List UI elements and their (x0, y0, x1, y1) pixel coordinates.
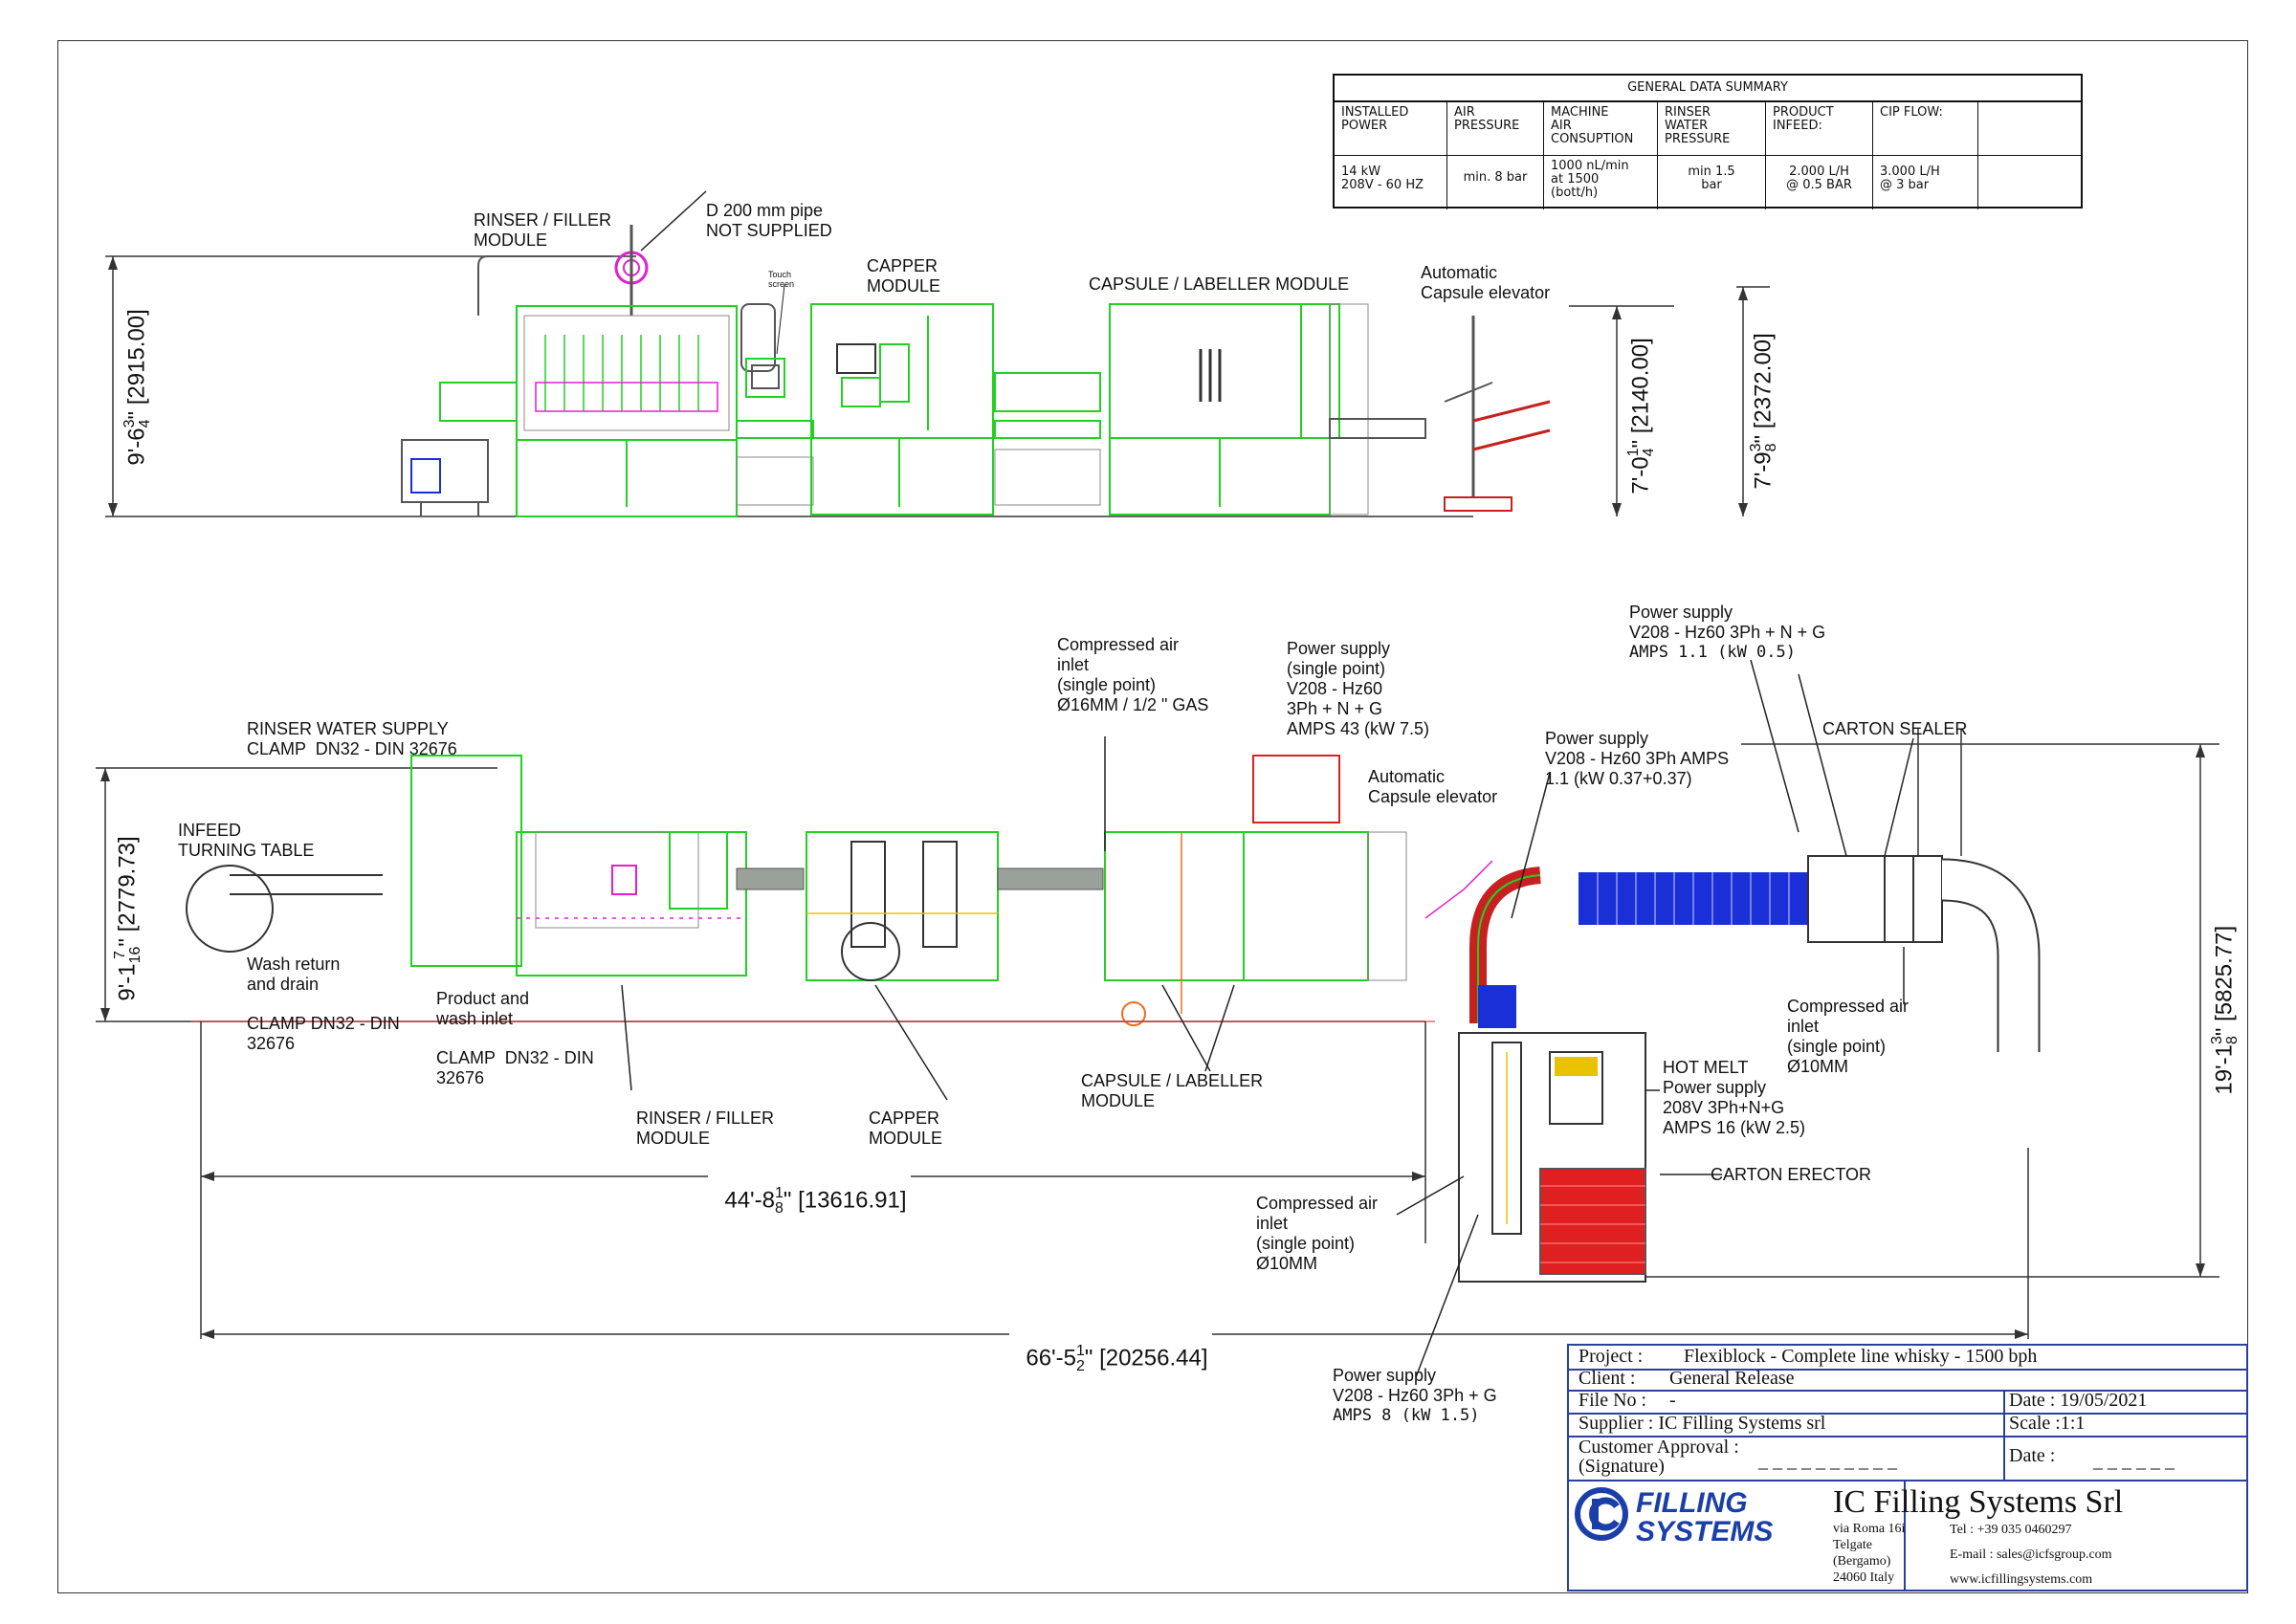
elev-rinser-filler-label: RINSER / FILLER MODULE (474, 210, 612, 250)
plan-hot-melt-label: HOT MELT Power supply 208V 3Ph+N+G AMPS … (1663, 1058, 1806, 1137)
drawing-border (57, 40, 2248, 1593)
table-header: AIR PRESSURE (1447, 102, 1544, 155)
elev-pipe-label: D 200 mm pipe NOT SUPPLIED (706, 201, 832, 240)
project-value: Flexiblock - Complete line whisky - 1500… (1684, 1346, 2038, 1367)
plan-capsule-labeller-label: CAPSULE / LABELLER MODULE (1081, 1071, 1264, 1110)
plan-compressed-air-2-label: Compressed air inlet (single point) Ø10M… (1787, 997, 1910, 1076)
company-address: via Roma 16i Telgate (Bergamo) 24060 Ita… (1833, 1522, 1906, 1585)
dim-elevator-height-1: 7'-01 4" [2140.00] (1600, 338, 1657, 507)
table-cell: 3.000 L/H @ 3 bar (1873, 156, 1978, 209)
plan-power-3-label: Power supply V208 - Hz60 3Ph + N + G (1629, 603, 1826, 642)
dim-fraction: 1 2 (1075, 1343, 1085, 1374)
company-name: IC Filling Systems Srl (1833, 1484, 2124, 1520)
title-block-border (1567, 1344, 2248, 1591)
plan-rinser-water-label: RINSER WATER SUPPLY CLAMP DN32 - DIN 326… (247, 719, 457, 758)
dim-plan-length-2: 66'-51 2" [20256.44] (1009, 1317, 1212, 1374)
plan-carton-erector-label: CARTON ERECTOR (1711, 1165, 1872, 1184)
plan-clamp-2-label: CLAMP DN32 - DIN 32676 (436, 1048, 594, 1087)
dim-elevator-height-2: 7'-93 8" [2372.00] (1722, 333, 1779, 502)
date2-blank[interactable]: _ _ _ _ _ _ (2093, 1451, 2175, 1472)
dim-fraction: 3 8 (1748, 443, 1779, 452)
plan-power-1-label: Power supply (single point) V208 - Hz60 … (1287, 639, 1430, 738)
dim-value: 66'-5 (1026, 1345, 1076, 1372)
table-cell: 14 kW 208V - 60 HZ (1335, 156, 1447, 209)
company-email[interactable]: E-mail : sales@icfsgroup.com (1950, 1547, 2112, 1562)
plan-power-3-amps: AMPS 1.1 (kW 0.5) (1629, 643, 1796, 662)
table-header: CIP FLOW: (1873, 102, 1978, 155)
plan-compressed-air-1-label: Compressed air inlet (single point) Ø16M… (1057, 635, 1209, 714)
table-cell: 1000 nL/min at 1500 (bott/h) (1544, 156, 1658, 209)
supplier-label: Supplier : IC Filling Systems srl (1578, 1413, 1826, 1434)
table-header: RINSER WATER PRESSURE (1658, 102, 1766, 155)
table-header: MACHINE AIR CONSUPTION (1544, 102, 1658, 155)
dim-plan-length-1: 44'-81 8" [13616.91] (708, 1159, 911, 1217)
dim-fraction: 1 4 (1625, 448, 1657, 457)
dim-mm: " [5825.77] (2211, 925, 2238, 1037)
dim-fraction: 7 16 (112, 946, 144, 964)
table-cell: min. 8 bar (1447, 156, 1544, 209)
dim-value: 9'-1 (114, 963, 141, 1001)
plan-capper-label: CAPPER MODULE (869, 1108, 943, 1148)
dim-value: 19'-1 (2211, 1044, 2238, 1095)
dim-value: 9'-6 (123, 428, 150, 466)
general-data-table: GENERAL DATA SUMMARY INSTALLED POWER AIR… (1333, 74, 2083, 209)
date-label: Date : 19/05/2021 (2009, 1390, 2148, 1411)
plan-infeed-label: INFEED TURNING TABLE (178, 821, 315, 860)
plan-clamp-1-label: CLAMP DN32 - DIN 32676 (247, 1014, 400, 1053)
project-label: Project : (1578, 1346, 1644, 1367)
company-website[interactable]: www.icfillingsystems.com (1950, 1572, 2093, 1587)
table-cell: min 1.5 bar (1658, 156, 1766, 209)
dim-value: 7'-0 (1627, 456, 1654, 494)
plan-wash-return-label: Wash return and drain (247, 955, 341, 994)
plan-compressed-air-3-label: Compressed air inlet (single point) Ø10M… (1256, 1194, 1379, 1273)
table-cell: 2.000 L/H @ 0.5 BAR (1766, 156, 1873, 209)
plan-product-wash-label: Product and wash inlet (436, 989, 530, 1028)
plan-power-4-amps: AMPS 8 (kW 1.5) (1333, 1406, 1480, 1425)
logo-text-filling: FILLING (1636, 1487, 1748, 1519)
dim-value: 7'-9 (1750, 451, 1777, 490)
scale-label: Scale :1:1 (2009, 1413, 2086, 1434)
approval-label: Customer Approval : (Signature) (1578, 1437, 1739, 1477)
client-label: Client : (1578, 1368, 1636, 1389)
plan-carton-sealer-label: CARTON SEALER (1822, 719, 1968, 738)
dim-fraction: 3 8 (2209, 1036, 2241, 1045)
dim-mm: " [13616.91] (783, 1187, 907, 1214)
dim-value: 44'-8 (724, 1187, 775, 1214)
title-block: Project : Flexiblock - Complete line whi… (1567, 1344, 2248, 1591)
plan-capsule-elevator-label: Automatic Capsule elevator (1368, 767, 1498, 806)
dim-mm: " [2915.00] (123, 309, 150, 420)
title-block-divider (1904, 1480, 1906, 1591)
elev-capsule-labeller-label: CAPSULE / LABELLER MODULE (1089, 274, 1350, 294)
plan-power-4-label: Power supply V208 - Hz60 3Ph + G (1333, 1366, 1497, 1405)
ic-logo (1573, 1485, 1630, 1543)
approval-blank[interactable]: _ _ _ _ _ _ _ _ _ _ (1758, 1451, 1897, 1472)
table-header: INSTALLED POWER (1335, 102, 1447, 155)
dim-fraction: 3 4 (121, 419, 153, 428)
table-title: GENERAL DATA SUMMARY (1335, 76, 2081, 102)
elev-capsule-elevator-label: Automatic Capsule elevator (1421, 263, 1551, 302)
dim-plan-width-right: 19'-13 8" [5825.77] (2183, 926, 2241, 1108)
elev-touch-label: Touch screen (768, 270, 795, 289)
title-block-divider (2003, 1390, 2005, 1480)
date2-label: Date : (2009, 1445, 2056, 1466)
company-tel: Tel : +39 035 0460297 (1950, 1523, 2072, 1537)
elev-capper-label: CAPPER MODULE (867, 256, 941, 296)
client-value: General Release (1669, 1368, 1795, 1389)
plan-view (96, 659, 2219, 1378)
logo-text-systems: SYSTEMS (1636, 1516, 1774, 1547)
table-header: PRODUCT INFEED: (1766, 102, 1873, 155)
file-label: File No : (1578, 1390, 1647, 1411)
file-value: - (1669, 1390, 1676, 1411)
dim-fraction: 1 8 (774, 1185, 784, 1217)
dim-total-height: 9'-63 4" [2915.00] (96, 309, 153, 478)
dim-mm: " [2140.00] (1627, 338, 1654, 449)
elevation-view (105, 190, 1770, 517)
dim-plan-width-left: 9'-17 16" [2779.73] (86, 836, 144, 1014)
plan-rinser-filler-label: RINSER / FILLER MODULE (636, 1108, 775, 1148)
dim-mm: " [2372.00] (1750, 333, 1777, 444)
dim-mm: " [2779.73] (114, 836, 141, 947)
plan-power-2-label: Power supply V208 - Hz60 3Ph AMPS 1.1 (k… (1545, 729, 1730, 788)
dim-mm: " [20256.44] (1084, 1345, 1208, 1372)
